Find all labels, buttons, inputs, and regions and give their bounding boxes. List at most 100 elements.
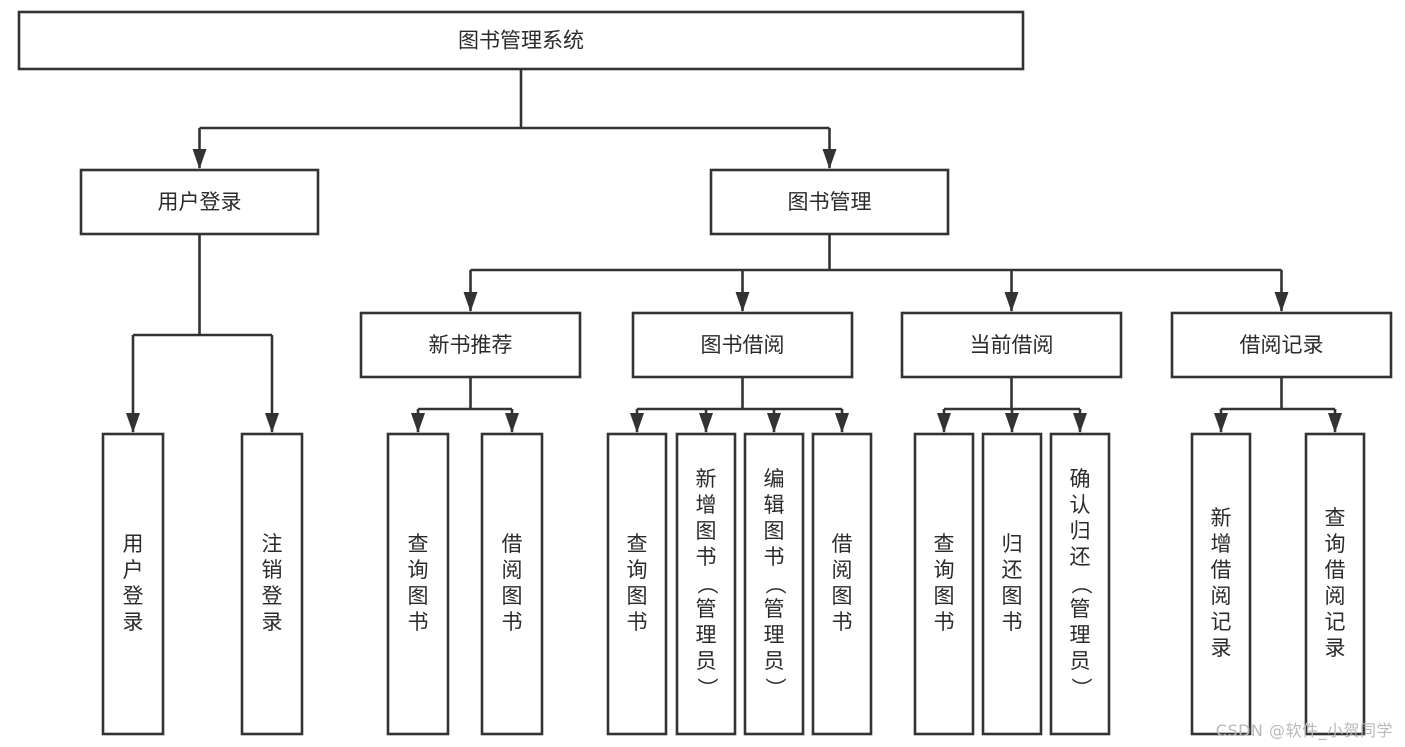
leaf-label-char: 书 bbox=[832, 610, 853, 634]
connector-arrow-icon bbox=[1274, 292, 1289, 312]
leaf-label-char: 记 bbox=[1325, 610, 1346, 634]
node-box bbox=[900, 311, 1123, 379]
leaf-box bbox=[240, 432, 304, 736]
leaf-label-char: 询 bbox=[934, 558, 955, 582]
node-book-borrow[interactable]: 图书借阅 bbox=[631, 311, 854, 379]
leaf-label-char: 询 bbox=[627, 558, 648, 582]
leaf-box bbox=[913, 432, 975, 736]
connector-arrow-icon bbox=[835, 413, 849, 433]
leaf-box bbox=[1304, 432, 1366, 736]
node-current-borrow[interactable]: 当前借阅 bbox=[900, 311, 1123, 379]
leaf-label-char: 图 bbox=[934, 584, 955, 608]
leaf-label-char: 询 bbox=[408, 558, 429, 582]
leaf-label-char: 员 bbox=[764, 649, 785, 673]
leaf-label-char: 阅 bbox=[502, 558, 523, 582]
leaf-label-char: 查 bbox=[408, 532, 429, 556]
leaf-label-char: 图 bbox=[502, 584, 523, 608]
leaf-label-char: ） bbox=[695, 678, 719, 699]
node-borrow-record[interactable]: 借阅记录 bbox=[1170, 311, 1393, 379]
leaf-label-char: 确 bbox=[1070, 467, 1091, 491]
leaf-label-char: 还 bbox=[1070, 545, 1091, 569]
leaf-label-char: 书 bbox=[408, 610, 429, 634]
connector-arrow-icon bbox=[699, 413, 713, 433]
nodes-layer: 图书管理系统用户登录图书管理新书推荐图书借阅当前借阅借阅记录用户登录注销登录查询… bbox=[17, 10, 1393, 736]
node-label: 图书借阅 bbox=[701, 333, 785, 357]
watermark-label: CSDN @软件_小贺同学 bbox=[1215, 721, 1393, 740]
leaf-label-char: 记 bbox=[1211, 610, 1232, 634]
leaf-label-char: 书 bbox=[1002, 610, 1023, 634]
leaf-label-char: 图 bbox=[1002, 584, 1023, 608]
node-label: 当前借阅 bbox=[970, 333, 1054, 357]
leaf-box bbox=[811, 432, 873, 736]
leaf-node-leaf-user-login[interactable]: 用户登录 bbox=[101, 432, 165, 736]
leaf-label-char: 询 bbox=[1325, 532, 1346, 556]
leaf-label-char: 登 bbox=[123, 584, 144, 608]
leaf-label-char: 书 bbox=[696, 545, 717, 569]
leaf-label-char: （ bbox=[695, 574, 719, 595]
connector-arrow-icon bbox=[937, 413, 951, 433]
node-root[interactable]: 图书管理系统 bbox=[17, 10, 1025, 71]
leaf-label-char: 阅 bbox=[832, 558, 853, 582]
leaf-label-char: 增 bbox=[1211, 532, 1232, 556]
leaf-box bbox=[1049, 432, 1111, 736]
leaf-label-char: 图 bbox=[696, 519, 717, 543]
leaf-label-char: 书 bbox=[627, 610, 648, 634]
connector-arrow-icon bbox=[505, 413, 519, 433]
leaf-label-char: 登 bbox=[262, 584, 283, 608]
leaf-label-char: 编 bbox=[764, 467, 785, 491]
leaf-label-char: 图 bbox=[832, 584, 853, 608]
connector-arrow-icon bbox=[1005, 413, 1019, 433]
leaf-label-char: 借 bbox=[1211, 558, 1232, 582]
connectors-layer bbox=[126, 69, 1342, 433]
node-box bbox=[79, 168, 320, 236]
leaf-label-char: 注 bbox=[262, 532, 283, 556]
leaf-label-char: 录 bbox=[1325, 636, 1346, 660]
connector-arrow-icon bbox=[1004, 292, 1019, 312]
leaf-box bbox=[743, 432, 805, 736]
leaf-box bbox=[1190, 432, 1252, 736]
node-box bbox=[359, 311, 582, 379]
leaf-label-char: 书 bbox=[764, 545, 785, 569]
leaf-label-char: 理 bbox=[696, 623, 717, 647]
node-box bbox=[631, 311, 854, 379]
node-book-management[interactable]: 图书管理 bbox=[709, 168, 950, 236]
leaf-label-char: 用 bbox=[123, 532, 144, 556]
leaf-box bbox=[101, 432, 165, 736]
node-user-login[interactable]: 用户登录 bbox=[79, 168, 320, 236]
leaf-label-char: 借 bbox=[1325, 558, 1346, 582]
connector-arrow-icon bbox=[411, 413, 425, 433]
leaf-label-char: 书 bbox=[934, 610, 955, 634]
node-box bbox=[17, 10, 1025, 71]
leaf-box bbox=[480, 432, 544, 736]
connector-arrow-icon bbox=[735, 292, 750, 312]
leaf-label-char: 借 bbox=[502, 532, 523, 556]
leaf-label-char: 图 bbox=[764, 519, 785, 543]
connector-arrow-icon bbox=[265, 413, 279, 433]
leaf-label-char: 销 bbox=[262, 558, 283, 582]
node-label: 新书推荐 bbox=[429, 333, 513, 357]
connector-arrow-icon bbox=[822, 149, 837, 169]
leaf-label-char: 员 bbox=[1070, 649, 1091, 673]
leaf-label-char: 辑 bbox=[764, 493, 785, 517]
leaf-label-char: 新 bbox=[696, 467, 717, 491]
leaf-label-char: 员 bbox=[696, 649, 717, 673]
leaf-label-char: 查 bbox=[934, 532, 955, 556]
node-new-book-recommend[interactable]: 新书推荐 bbox=[359, 311, 582, 379]
leaf-label-char: ） bbox=[763, 678, 787, 699]
leaf-label-char: 增 bbox=[696, 493, 717, 517]
node-box bbox=[709, 168, 950, 236]
